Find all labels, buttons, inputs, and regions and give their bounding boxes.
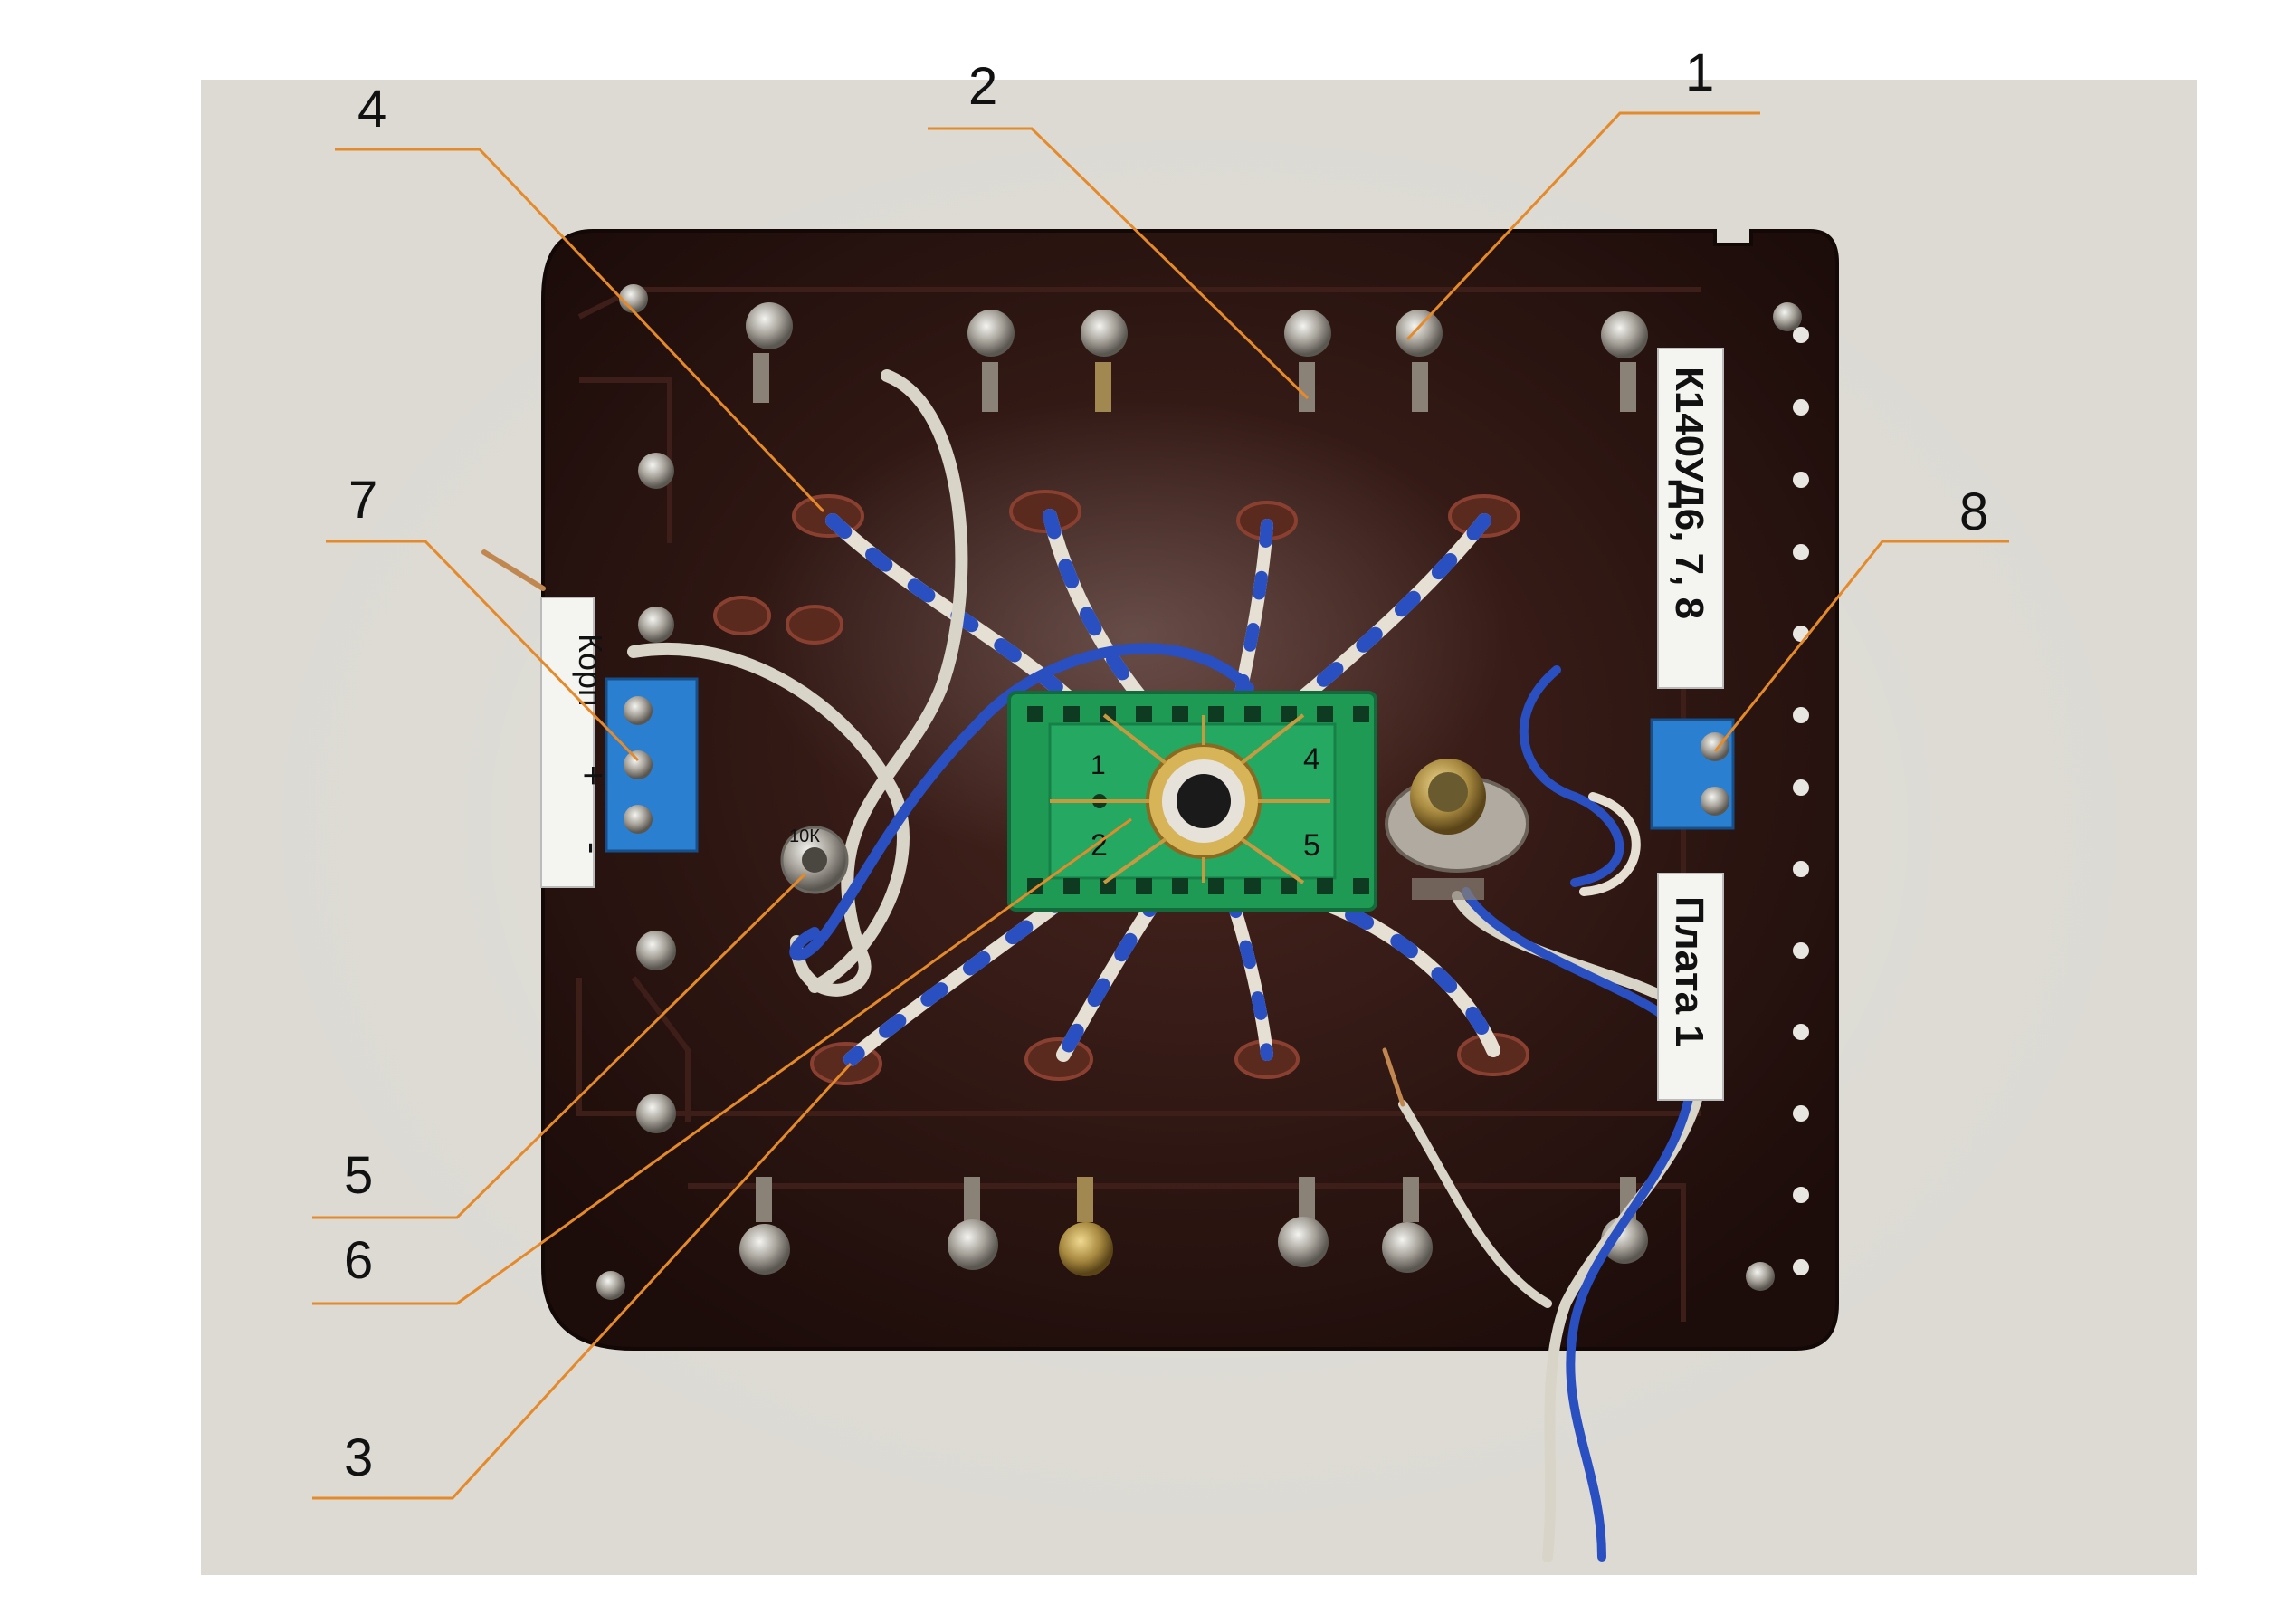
plate-label: Плата 1 <box>1667 896 1711 1047</box>
lug-top-6 <box>1601 311 1648 412</box>
left-label-strip: Корп + - <box>540 597 613 888</box>
screw-top-left <box>619 284 648 313</box>
lug-bottom-3 <box>1059 1177 1113 1276</box>
chip-label-strip: К140УД6, 7, 8 <box>1657 348 1724 689</box>
screw-bottom-left <box>596 1271 625 1300</box>
callout-7: 7 <box>348 471 377 530</box>
socket-mark-4: 4 <box>1303 742 1320 777</box>
screw-bottom-right <box>1746 1262 1775 1291</box>
leader-3 <box>312 1062 853 1500</box>
screw-top-right <box>1773 302 1802 331</box>
callout-1: 1 <box>1685 43 1714 102</box>
lug-top-1 <box>746 302 793 403</box>
leader-8 <box>1713 540 2009 752</box>
callout-6: 6 <box>344 1231 373 1290</box>
screw-left-3 <box>636 931 676 970</box>
corner-screws <box>596 284 1802 1300</box>
terminal-block-left <box>605 677 699 853</box>
minus-label: - <box>573 842 613 854</box>
lug-top-4 <box>1284 310 1331 412</box>
lug-top-5 <box>1396 310 1443 412</box>
screw-left-1 <box>638 453 674 489</box>
callout-3: 3 <box>344 1428 373 1487</box>
plus-label: + <box>573 765 613 786</box>
socket-mark-1: 1 <box>1091 750 1106 780</box>
socket-mark-2: 2 <box>1091 828 1108 863</box>
lug-top-3 <box>1081 310 1128 412</box>
potentiometer <box>1385 759 1529 900</box>
lug-bottom-5 <box>1382 1177 1433 1273</box>
trimmer-resistor: 10К <box>780 826 849 894</box>
metal-can-chip <box>1050 713 1330 884</box>
screw-left-4 <box>636 1094 676 1133</box>
leader-7 <box>326 540 640 762</box>
callout-8: 8 <box>1959 482 1988 541</box>
leader-5 <box>312 872 807 1219</box>
board-traces <box>576 287 1701 1322</box>
leader-1 <box>1405 111 1760 341</box>
bottom-lugs <box>739 1177 1648 1276</box>
callout-2: 2 <box>968 57 997 116</box>
leader-6 <box>312 817 1132 1305</box>
loose-wires <box>481 369 1710 1562</box>
lug-bottom-1 <box>739 1177 790 1275</box>
socket-mark-5: 5 <box>1303 828 1320 863</box>
callout-lines <box>312 111 2009 1500</box>
terminal-block-right <box>1650 718 1735 830</box>
callout-4: 4 <box>357 80 386 139</box>
lug-bottom-2 <box>948 1177 998 1270</box>
corp-label: Корп <box>572 634 609 707</box>
top-lugs <box>746 302 1648 412</box>
lug-bottom-4 <box>1278 1177 1329 1267</box>
screw-left-2 <box>638 607 674 643</box>
leader-2 <box>928 127 1310 400</box>
callout-5: 5 <box>344 1146 373 1205</box>
plate-label-strip: Плата 1 <box>1657 873 1724 1101</box>
leader-4 <box>335 148 825 513</box>
lug-top-2 <box>967 310 1015 412</box>
chip-model-label: К140УД6, 7, 8 <box>1667 367 1711 619</box>
resistor-mark: 10К <box>789 826 820 846</box>
